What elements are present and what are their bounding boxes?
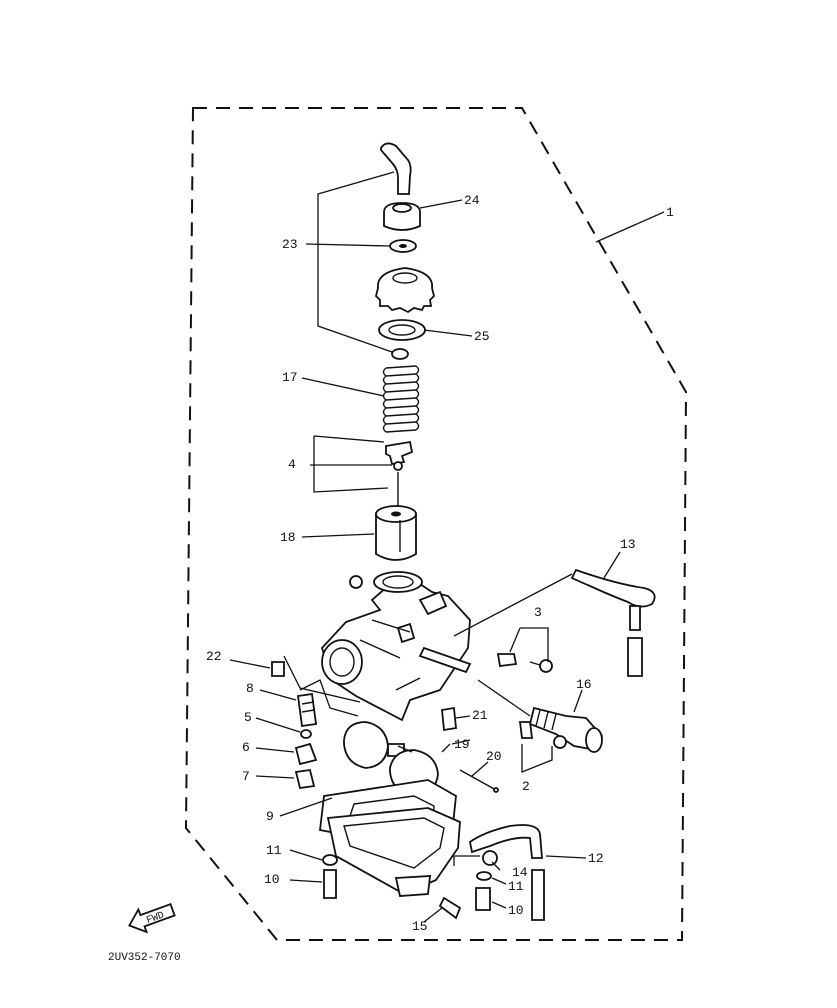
callout-15: 15 — [412, 919, 428, 934]
callout-16: 16 — [576, 677, 592, 692]
callout-24: 24 — [464, 193, 480, 208]
part-11-washer-left — [322, 854, 338, 866]
part-16-starter-plunger — [477, 679, 604, 753]
callout-4: 4 — [288, 457, 296, 472]
part-25-gasket — [378, 319, 426, 341]
figure-code: 2UV352-7070 — [108, 952, 181, 964]
leader-lines — [229, 199, 665, 923]
callout-23: 23 — [282, 237, 298, 252]
callout-14: 14 — [512, 865, 528, 880]
assembly-boundary — [184, 107, 688, 941]
carburetor-body — [320, 571, 472, 722]
callout-labels: 1 24 23 25 17 4 18 13 3 16 22 8 5 21 19 … — [206, 193, 674, 934]
part-17-spring — [382, 365, 420, 433]
part-21-pilot-jet — [441, 706, 457, 732]
callout-17: 17 — [282, 370, 298, 385]
callout-12: 12 — [588, 851, 604, 866]
part-20-float-pin — [459, 769, 497, 791]
callout-3: 3 — [534, 605, 542, 620]
callout-25: 25 — [474, 329, 490, 344]
part-5-oring — [300, 729, 312, 739]
part-14-clamp — [482, 850, 498, 866]
assembly-bracket-top — [317, 171, 395, 353]
part-15-drain-screw — [438, 896, 462, 920]
part-18-throttle-valve — [375, 505, 417, 561]
callout-18: 18 — [280, 530, 296, 545]
part-3-screws — [496, 627, 553, 673]
callout-7: 7 — [242, 769, 250, 784]
callout-5: 5 — [244, 710, 252, 725]
part-4-needle-holder — [385, 440, 414, 466]
part-7-main-jet — [294, 768, 316, 790]
callout-22: 22 — [206, 649, 222, 664]
callout-10-left: 10 — [264, 872, 280, 887]
part-13-overflow-hose — [570, 568, 656, 608]
callout-11-right: 11 — [508, 879, 524, 894]
part-22-screw — [271, 661, 285, 677]
part-10-screw-right — [475, 887, 491, 911]
callout-9: 9 — [266, 809, 274, 824]
callout-13: 13 — [620, 537, 636, 552]
fwd-arrow: FWD — [128, 902, 176, 934]
float-bowl — [326, 807, 461, 897]
callout-1: 1 — [666, 205, 674, 220]
callout-11-left: 11 — [266, 843, 282, 858]
part-11-washer-right — [476, 871, 492, 881]
callout-10-right: 10 — [508, 903, 524, 918]
part-6-jet — [294, 742, 318, 766]
callout-20: 20 — [486, 749, 502, 764]
callout-21: 21 — [472, 708, 488, 723]
carb-top-cap — [375, 267, 435, 314]
callout-8: 8 — [246, 681, 254, 696]
top-elbow-tube — [380, 142, 412, 195]
part-2-screws — [518, 721, 567, 773]
part-12-drain-hose — [469, 824, 543, 859]
callout-19: 19 — [454, 737, 470, 752]
callout-2: 2 — [522, 779, 530, 794]
part-10-screw-left — [323, 869, 337, 899]
callout-6: 6 — [242, 740, 250, 755]
